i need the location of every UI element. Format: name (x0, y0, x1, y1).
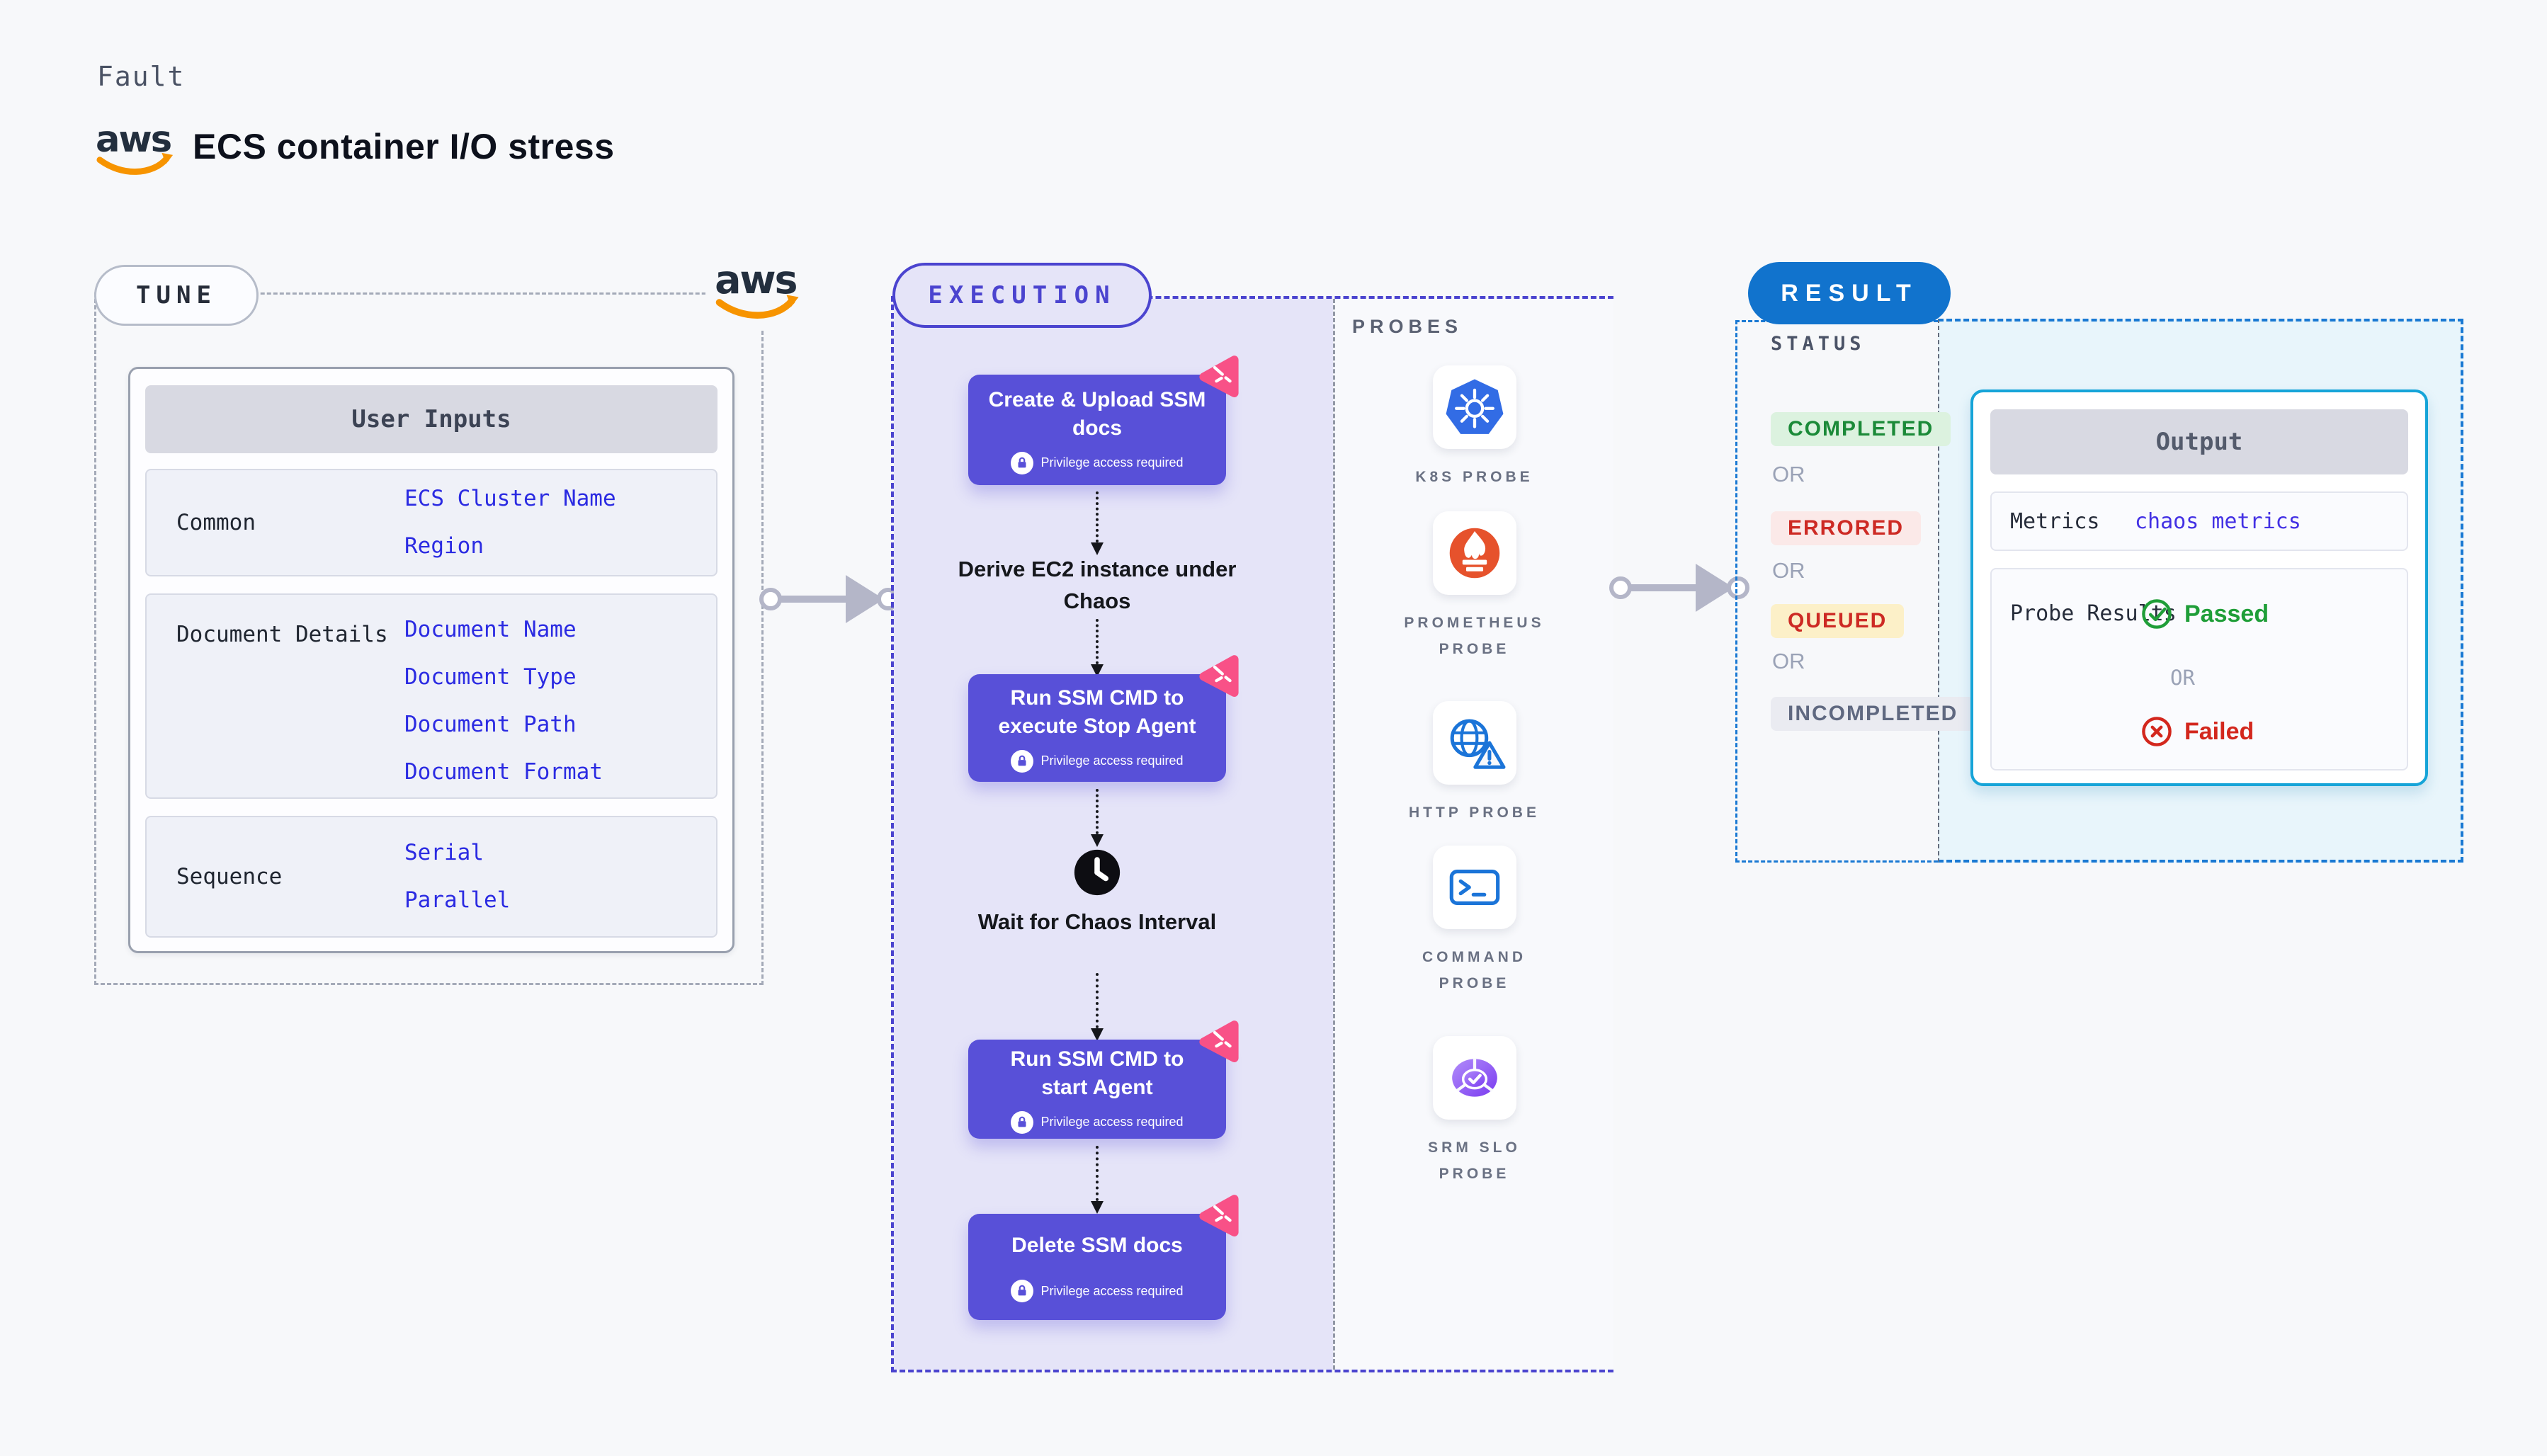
output-card: Output Metrics chaos metrics Probe Resul… (1970, 389, 2428, 786)
tune-pill: TUNE (94, 265, 259, 326)
or-separator: OR (1772, 462, 1805, 487)
execution-pill: EXECUTION (892, 263, 1152, 328)
wait-clock-icon (1073, 848, 1121, 897)
probe-label: K8S PROBE (1415, 469, 1533, 485)
privilege-label: Privilege access required (1040, 753, 1184, 768)
input-item: Parallel (404, 887, 511, 913)
step-title: Run SSM CMD to start Agent (1010, 1047, 1184, 1100)
step-create-upload-ssm-docs: Create & Upload SSM docs Privilege acces… (968, 356, 1239, 485)
input-item: Document Path (404, 712, 577, 737)
input-item: Document Type (404, 664, 577, 690)
privilege-label: Privilege access required (1040, 455, 1184, 470)
privilege-badge: Privilege access required (1011, 1110, 1184, 1134)
flow-arrow (1091, 619, 1104, 677)
aws-logo-tune: aws (705, 252, 812, 330)
terminal-icon (1432, 846, 1516, 929)
input-item: ECS Cluster Name (404, 486, 616, 511)
chaos-badge-icon (1198, 355, 1240, 397)
tune-section-box (94, 292, 764, 985)
probe-result-failed: Failed (2140, 715, 2254, 748)
status-badge-completed: COMPLETED (1771, 412, 1951, 446)
or-separator: OR (2170, 666, 2195, 690)
probe-label: SRM SLO PROBE (1428, 1139, 1521, 1182)
step-title: Run SSM CMD to execute Stop Agent (998, 686, 1196, 739)
step-delete-ssm-docs: Delete SSM docs Privilege access require… (968, 1195, 1239, 1320)
srm-slo-donut-icon (1432, 1036, 1516, 1120)
aws-wordmark: aws (715, 258, 796, 303)
privilege-badge: Privilege access required (1011, 749, 1184, 773)
lock-icon (1011, 451, 1034, 474)
flow-arrow (1091, 491, 1104, 555)
execution-to-result-arrow (1609, 559, 1749, 616)
passed-label: Passed (2184, 600, 2269, 627)
metrics-label: Metrics (2010, 508, 2100, 534)
input-item: Serial (404, 840, 484, 865)
output-title: Output (1990, 409, 2408, 474)
lock-icon (1011, 1280, 1034, 1303)
kubernetes-icon (1432, 365, 1516, 449)
privilege-badge: Privilege access required (1011, 1280, 1184, 1303)
execution-section-box: PROBES K8S PROBE (891, 296, 1613, 1372)
lock-icon (1011, 1110, 1034, 1134)
flow-arrow (1091, 973, 1104, 1041)
flow-arrow (1091, 789, 1104, 847)
probe-k8s: K8S PROBE (1335, 365, 1613, 491)
probe-label: PROMETHEUS PROBE (1404, 615, 1545, 657)
or-separator: OR (1772, 558, 1805, 583)
probe-http: HTTP PROBE (1335, 701, 1613, 826)
group-label: Document Details (176, 622, 388, 647)
result-status-box (1735, 320, 1938, 863)
privilege-label: Privilege access required (1040, 1283, 1184, 1298)
status-badge-queued: QUEUED (1771, 604, 1905, 638)
x-circle-icon (2142, 717, 2172, 746)
probe-label: HTTP PROBE (1409, 804, 1540, 821)
chaos-badge-icon (1198, 1194, 1240, 1236)
input-item: Region (404, 533, 484, 559)
group-label: Common (176, 509, 256, 535)
or-separator: OR (1772, 649, 1805, 673)
probe-result-passed: Passed (2140, 598, 2269, 630)
prometheus-icon (1432, 511, 1516, 595)
user-inputs-group-document-details: Document Details Document Name Document … (145, 593, 717, 799)
probe-label: COMMAND PROBE (1422, 949, 1526, 991)
lock-icon (1011, 749, 1034, 773)
page-title: ECS container I/O stress (193, 127, 615, 166)
probes-heading: PROBES (1352, 316, 1463, 337)
step-wait-chaos-interval: Wait for Chaos Interval (977, 909, 1217, 934)
step-derive-ec2: Derive EC2 instance under Chaos (958, 557, 1237, 613)
status-badge-errored: ERRORED (1771, 511, 1922, 545)
user-inputs-group-sequence: Sequence Serial Parallel (145, 816, 717, 938)
step-run-ssm-cmd-start-agent: Run SSM CMD to start Agent Privilege acc… (968, 1020, 1239, 1139)
status-badge-incompleted: INCOMPLETED (1771, 697, 1975, 731)
tune-to-execution-arrow (759, 571, 900, 627)
group-label: Sequence (176, 863, 283, 889)
privilege-badge: Privilege access required (1011, 451, 1184, 474)
user-inputs-title: User Inputs (145, 385, 717, 453)
fault-kicker: Fault (97, 61, 186, 92)
probes-panel: PROBES K8S PROBE (1333, 299, 1613, 1370)
privilege-label: Privilege access required (1040, 1115, 1184, 1129)
input-item: Document Format (404, 759, 603, 785)
result-pill: RESULT (1748, 262, 1951, 324)
user-inputs-group-common: Common ECS Cluster Name Region (145, 469, 717, 576)
aws-wordmark: aws (96, 119, 171, 161)
chaos-badge-icon (1198, 1020, 1240, 1062)
probe-command: COMMAND PROBE (1335, 846, 1613, 997)
flow-arrow (1091, 1146, 1104, 1214)
probe-results-row: Probe Results Passed OR Failed (1990, 568, 2408, 770)
status-heading: STATUS (1771, 333, 1866, 355)
failed-label: Failed (2184, 717, 2254, 745)
probe-prometheus: PROMETHEUS PROBE (1335, 511, 1613, 663)
step-run-ssm-cmd-stop-agent: Run SSM CMD to execute Stop Agent Privil… (968, 655, 1239, 782)
step-title: Create & Upload SSM docs (988, 387, 1206, 440)
metrics-row: Metrics chaos metrics (1990, 491, 2408, 551)
aws-logo: aws (94, 119, 178, 180)
step-title: Delete SSM docs (1011, 1233, 1183, 1257)
metrics-value: chaos metrics (2135, 508, 2301, 534)
input-item: Document Name (404, 617, 577, 642)
chaos-badge-icon (1198, 654, 1240, 697)
probe-srm-slo: SRM SLO PROBE (1335, 1036, 1613, 1188)
http-globe-warning-icon (1432, 701, 1516, 785)
check-circle-icon (2142, 599, 2172, 629)
